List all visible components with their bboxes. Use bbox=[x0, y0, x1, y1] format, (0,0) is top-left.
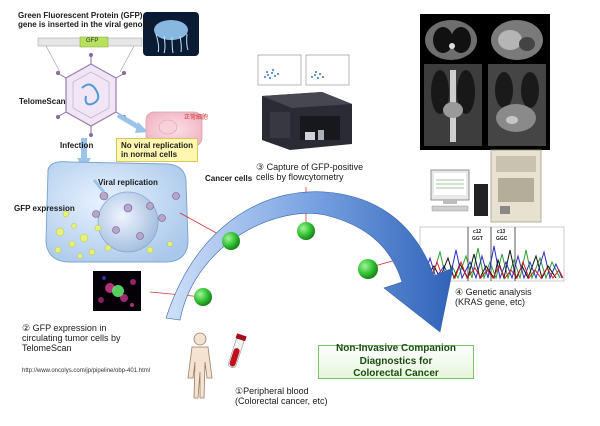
normal-cell bbox=[145, 111, 203, 147]
infection-label: Infection bbox=[60, 141, 94, 150]
gfp-expression-label: GFP expression bbox=[14, 204, 75, 213]
no-viral-replication-note: No viral replication in normal cells bbox=[116, 138, 199, 163]
flow-cytometer bbox=[262, 92, 352, 150]
title-banner-text: Non-Invasive Companion Diagnostics for C… bbox=[335, 343, 456, 380]
gfp-gene-label: Green Fluorescent Protein (GFP) gene is … bbox=[18, 11, 155, 29]
node-gfp-expression bbox=[222, 232, 240, 250]
gfp-insert-label: GFP bbox=[86, 38, 99, 44]
title-banner: Non-Invasive Companion Diagnostics for C… bbox=[318, 343, 474, 380]
source-url: http://www.oncolys.com/jp/pipeline/obp-4… bbox=[22, 368, 151, 374]
node-peripheral-blood bbox=[194, 288, 212, 306]
cancer-cell bbox=[45, 161, 189, 263]
workflow-arrow bbox=[165, 191, 454, 333]
step1-label: ①Peripheral blood (Colorectal cancer, et… bbox=[235, 386, 328, 407]
codon13-label: c13 bbox=[497, 229, 506, 235]
telomescan-label: TelomeScan bbox=[19, 97, 66, 106]
viral-replication-label: Viral replication bbox=[98, 178, 158, 187]
blood-tube-icon bbox=[228, 333, 247, 369]
step2-label: ② GFP expression in circulating tumor ce… bbox=[22, 323, 121, 354]
node-genetic-analysis bbox=[358, 259, 378, 279]
ct-scan-images bbox=[420, 14, 550, 150]
telomescan-virus bbox=[55, 52, 127, 138]
codon12-label: c12 bbox=[473, 229, 482, 235]
sequencer-computer bbox=[430, 149, 542, 223]
jellyfish-image bbox=[143, 12, 199, 56]
step3-label: ③ Capture of GFP-positive cells by flowc… bbox=[256, 162, 364, 183]
cancer-cells-label: Cancer cells bbox=[205, 174, 253, 183]
step4-label: ④ Genetic analysis (KRAS gene, etc) bbox=[455, 287, 532, 308]
flow-cytometry-plots bbox=[257, 54, 350, 86]
codon12-seq: GGT bbox=[472, 236, 483, 242]
node-flowcytometry bbox=[297, 222, 315, 240]
codon13-seq: GGC bbox=[496, 236, 508, 242]
workflow-nodes bbox=[194, 222, 378, 306]
gfp-gene-bar bbox=[37, 36, 143, 73]
arrow-to-normal-cell bbox=[116, 112, 148, 133]
fluorescence-micrograph bbox=[93, 271, 141, 311]
normal-cell-jp-label: 正常細胞 bbox=[184, 115, 209, 121]
human-figure bbox=[187, 332, 213, 399]
